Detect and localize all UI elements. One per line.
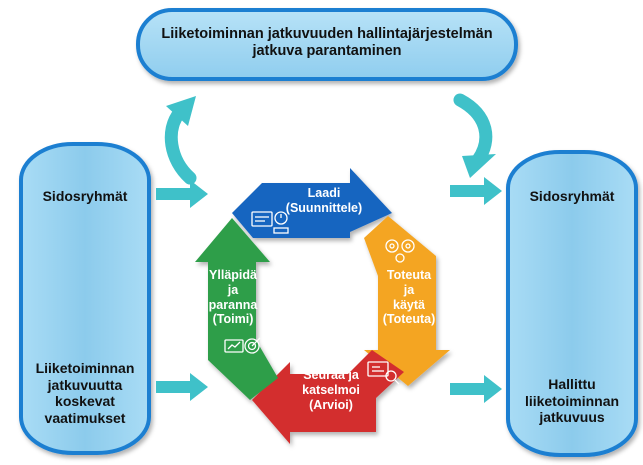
arrow-left-top-icon [156, 180, 208, 208]
check-segment [252, 350, 404, 444]
plan-label-line: Laadi [307, 186, 341, 200]
act-label: Ylläpidä ja paranna (Toimi) [200, 268, 266, 327]
right-bottom-line: jatkuvuus [539, 409, 605, 426]
act-label-line: (Toimi) [212, 312, 254, 327]
arrow-right-top-icon [450, 177, 502, 205]
top-box-label: Liiketoiminnan jatkuvuuden hallintajärje… [150, 26, 504, 60]
arrow-right-bottom-icon [450, 375, 502, 403]
top-box-line-1: Liiketoiminnan jatkuvuuden hallintajärje… [161, 26, 493, 42]
gears-icon [385, 239, 415, 263]
check-label: Seuraa ja katselmoi (Arvioi) [290, 368, 372, 412]
plan-label: Laadi (Suunnittele) [284, 186, 364, 216]
target-icon [224, 337, 261, 354]
check-label-line: (Arvioi) [309, 397, 353, 412]
top-box-line-2: jatkuva parantaminen [252, 43, 402, 60]
pdca-cycle [195, 168, 450, 444]
right-bottom-label: Hallittu liiketoiminnan jatkuvuus [511, 376, 633, 426]
arrow-left-bottom-icon [156, 373, 208, 401]
do-segment [364, 216, 450, 386]
top-improvement-box [136, 8, 518, 81]
curved-arrow-left-icon [164, 96, 197, 185]
plan-label-line: (Suunnittele) [285, 200, 363, 215]
right-bottom-line: liiketoiminnan [524, 392, 620, 409]
curved-arrow-right-icon [453, 93, 496, 178]
left-bottom-line: Liiketoiminnan [35, 360, 135, 376]
left-bottom-line: jatkuvuutta [47, 376, 123, 393]
do-label-line: Toteuta [386, 268, 432, 282]
plan-icon [251, 211, 289, 234]
do-label: Toteuta ja käytä (Toteuta) [376, 268, 442, 327]
left-bottom-line: koskevat [55, 393, 115, 410]
right-stakeholder-column [506, 150, 638, 457]
left-stakeholder-column [19, 142, 151, 455]
check-label-line: Seuraa ja [303, 368, 359, 382]
left-bottom-label: Liiketoiminnan jatkuvuutta koskevat vaat… [24, 360, 146, 426]
do-label-line: ja [403, 282, 415, 297]
act-segment [195, 218, 278, 400]
right-bottom-line: Hallittu [548, 376, 596, 392]
left-top-label: Sidosryhmät [42, 188, 128, 204]
do-label-line: (Toteuta) [382, 312, 436, 327]
monitor-icon [367, 361, 400, 385]
do-label-line: käytä [393, 297, 425, 312]
left-bottom-line: vaatimukset [44, 409, 126, 426]
right-top-label: Sidosryhmät [529, 188, 615, 204]
act-label-line: ja [227, 282, 239, 297]
act-label-line: paranna [208, 297, 258, 312]
check-label-line: katselmoi [302, 382, 360, 397]
act-label-line: Ylläpidä [209, 268, 257, 282]
